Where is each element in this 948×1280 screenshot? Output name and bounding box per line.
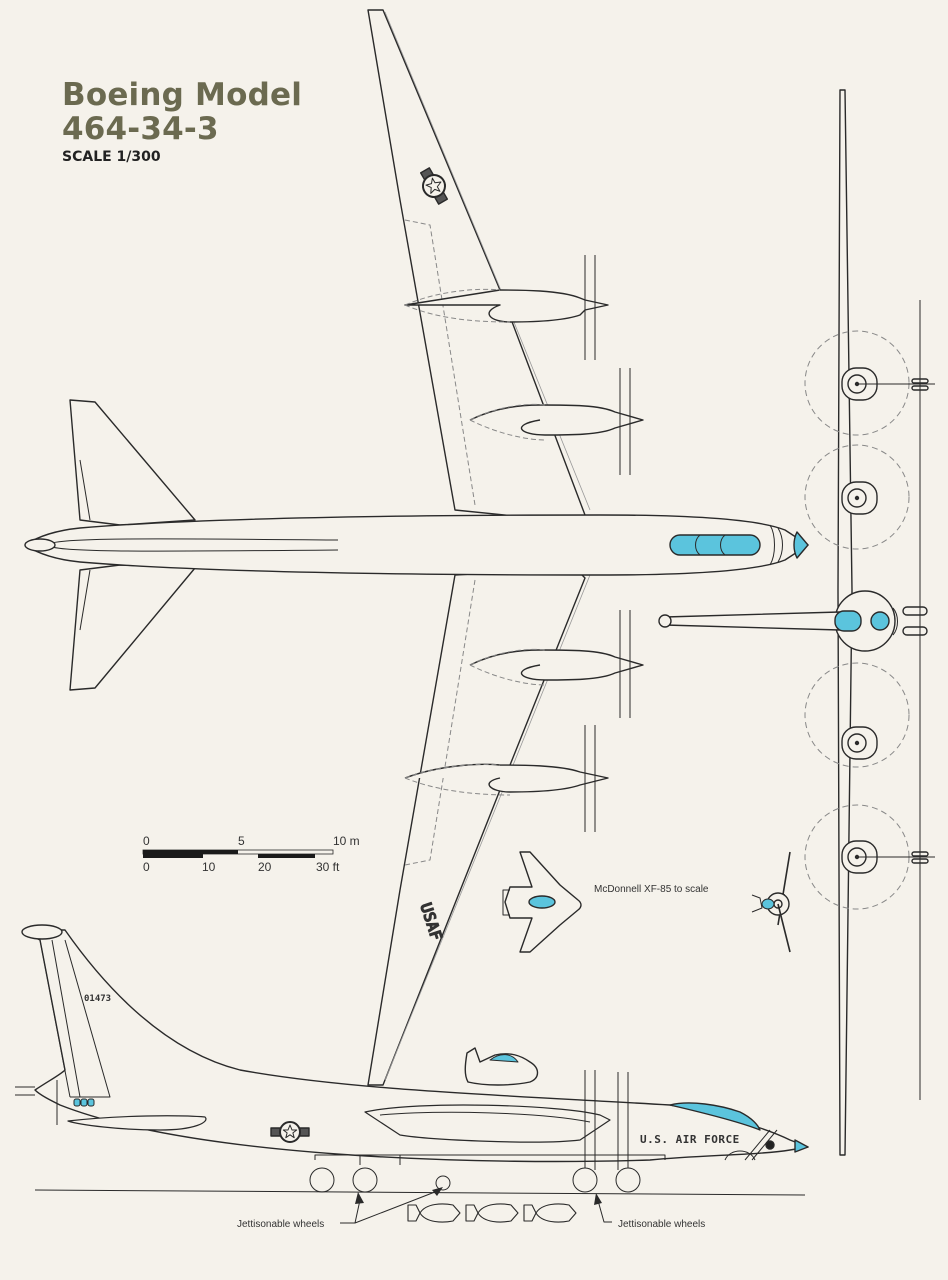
page-title-line2: 464-34-3 xyxy=(62,111,219,147)
side-nose xyxy=(794,1139,809,1153)
front-canopy xyxy=(834,610,862,632)
upper-inner-engine xyxy=(469,368,644,475)
lower-wing-flap-line xyxy=(404,579,476,866)
top-view: USAF xyxy=(24,9,809,1086)
jettisonable-wheels-left: Jettisonable wheels xyxy=(237,1219,324,1230)
ground-line xyxy=(34,1189,806,1196)
xf85-front-view xyxy=(751,851,791,953)
upper-wing xyxy=(367,9,586,523)
scale-imperial-10: 10 xyxy=(202,860,216,874)
scale-bar: 0 5 10 m 0 10 20 30 ft xyxy=(142,834,360,874)
front-engine-pods xyxy=(841,367,878,874)
scale-imperial-30: 30 ft xyxy=(316,860,340,874)
lower-inner-engine xyxy=(469,610,644,718)
landing-wheels xyxy=(309,1167,641,1193)
tail-gun-windows xyxy=(73,1098,95,1107)
xf85-top-view xyxy=(502,851,582,953)
tail-number: 01473 xyxy=(84,994,111,1004)
leader-lines xyxy=(340,1189,612,1224)
scale-imperial-0: 0 xyxy=(143,860,150,874)
lower-stabilizer xyxy=(69,564,196,691)
scale-metric-10: 10 m xyxy=(333,834,360,848)
xf85-caption: McDonnell XF-85 to scale xyxy=(594,884,709,895)
fuselage-usaf-text: U.S. AIR FORCE xyxy=(640,1133,740,1146)
jettisonable-wheels-right: Jettisonable wheels xyxy=(618,1219,705,1230)
front-view xyxy=(658,89,935,1156)
upper-outer-engine xyxy=(404,255,609,360)
page-title-line1: Boeing Model xyxy=(62,77,303,113)
nose-tip xyxy=(793,531,809,559)
scale-metric-0: 0 xyxy=(143,834,150,848)
front-nose xyxy=(870,611,890,631)
title-block: Boeing Model 464-34-3 SCALE 1/300 xyxy=(62,78,302,165)
lower-wing xyxy=(367,567,586,1086)
scale-imperial-20: 20 xyxy=(258,860,272,874)
scale-metric-5: 5 xyxy=(238,834,245,848)
upper-stabilizer xyxy=(69,399,196,526)
side-roundel-icon xyxy=(270,1121,310,1143)
xf85-canopy xyxy=(528,895,556,909)
ordnance-stores xyxy=(407,1203,577,1223)
xf85-side-canopy xyxy=(489,1054,519,1063)
lower-outer-engine xyxy=(404,725,609,832)
scale-label: SCALE 1/300 xyxy=(62,149,161,165)
upper-wing-flap-line xyxy=(404,219,476,506)
side-view: 01473 U.S. AIR FORCE xyxy=(15,924,809,1196)
xf85-side-view xyxy=(464,1047,539,1086)
top-canopy xyxy=(669,534,761,556)
wing-roundel-icon xyxy=(419,167,449,205)
side-canopy xyxy=(669,1102,761,1131)
